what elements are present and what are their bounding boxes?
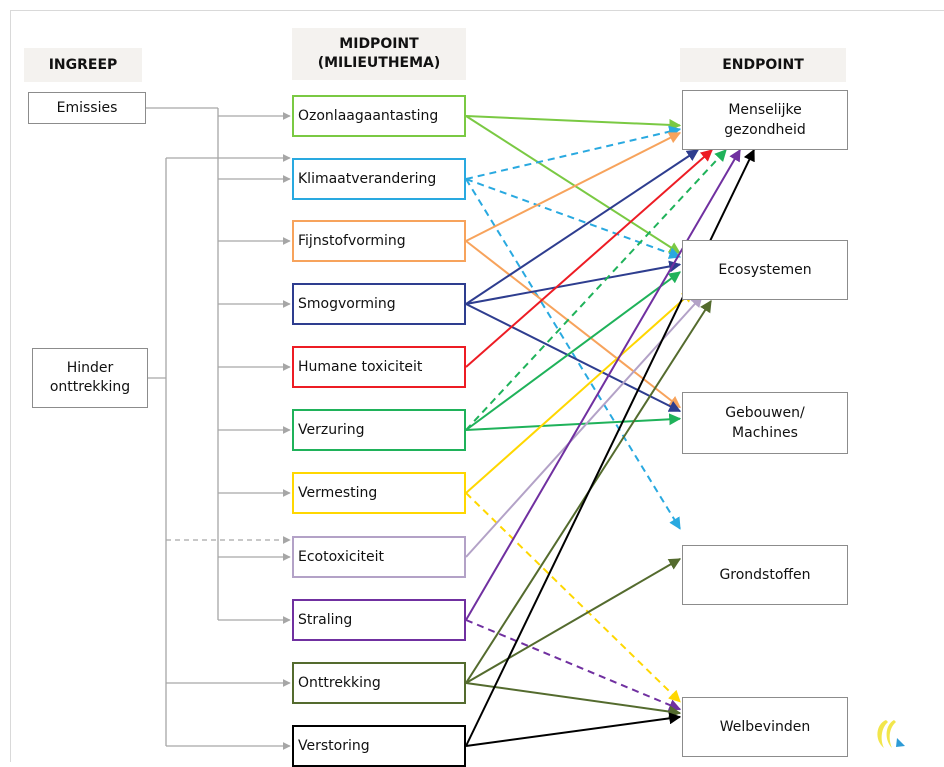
- link-verzuring-to-eco: [465, 271, 681, 431]
- endpoint-menselijke-gezondheid: Menselijke gezondheid: [682, 90, 848, 150]
- header-midpoint-line2: (MILIEUTHEMA): [317, 55, 441, 71]
- midpoint-label: Verstoring: [298, 738, 370, 754]
- link-klimaat-to-grond: [465, 178, 681, 530]
- link-vermesting-to-eco: [465, 290, 694, 494]
- midpoint-smogvorming: Smogvorming: [292, 283, 466, 325]
- endpoint-line1: Menselijke: [728, 102, 802, 118]
- link-ozon-to-eco: [465, 115, 682, 255]
- midpoint-label: Onttrekking: [298, 675, 381, 691]
- link-verzuring-to-gebouwen: [465, 413, 682, 431]
- endpoint-welbevinden: Welbevinden: [682, 697, 848, 757]
- link-smog-to-gebouwen: [465, 303, 682, 413]
- midpoint-onttrekking: Onttrekking: [292, 662, 466, 704]
- header-midpoint-line1: MIDPOINT: [339, 36, 419, 52]
- link-smog-to-mens: [465, 149, 699, 305]
- link-klimaat-to-eco: [465, 178, 682, 259]
- endpoint-gebouwen-machines: Gebouwen/ Machines: [682, 392, 848, 454]
- midpoint-label: Humane toxiciteit: [298, 359, 423, 375]
- source-emissies: Emissies: [28, 92, 146, 124]
- link-onttrekking-to-welbevinden: [465, 682, 682, 718]
- header-ingreep-label: INGREEP: [48, 56, 118, 73]
- midpoint-klimaatverandering: Klimaatverandering: [292, 158, 466, 200]
- midpoint-label: Smogvorming: [298, 296, 396, 312]
- midpoint-humane-toxiciteit: Humane toxiciteit: [292, 346, 466, 388]
- midpoint-label: Klimaatverandering: [298, 171, 437, 187]
- header-endpoint-label: ENDPOINT: [722, 56, 804, 73]
- link-verzuring-to-mens: [465, 149, 727, 431]
- midpoint-label: Verzuring: [298, 422, 365, 438]
- source-hinder-line1: Hinder: [66, 360, 114, 376]
- source-hinder-onttrekking: Hinder onttrekking: [32, 348, 148, 408]
- link-vermesting-to-welbevinden: [465, 492, 681, 703]
- link-onttrekking-to-grond: [465, 558, 682, 684]
- midpoint-fijnstofvorming: Fijnstofvorming: [292, 220, 466, 262]
- link-smog-to-eco: [465, 260, 682, 305]
- midpoint-label: Ecotoxiciteit: [298, 549, 384, 565]
- link-fijnstof-to-mens: [465, 132, 682, 242]
- link-klimaat-to-mens: [465, 125, 682, 180]
- endpoint-line1: Gebouwen/: [725, 405, 805, 421]
- link-ozon-to-mens: [465, 115, 682, 131]
- midpoint-straling: Straling: [292, 599, 466, 641]
- link-straling-to-mens: [465, 148, 741, 621]
- organization-logo-icon: [877, 720, 905, 748]
- slide-left-border: [10, 10, 11, 762]
- midpoint-label: Ozonlaagaantasting: [298, 108, 439, 124]
- source-emissies-label: Emissies: [56, 99, 118, 116]
- header-midpoint: MIDPOINT (MILIEUTHEMA): [292, 28, 466, 80]
- endpoint-line1: Ecosystemen: [718, 262, 812, 278]
- midpoint-verzuring: Verzuring: [292, 409, 466, 451]
- slide-top-border: [10, 10, 944, 11]
- link-straling-to-welbevinden: [465, 619, 682, 711]
- source-hinder-line2: onttrekking: [49, 379, 131, 395]
- midpoint-label: Straling: [298, 612, 353, 628]
- endpoint-ecosystemen: Ecosystemen: [682, 240, 848, 300]
- midpoint-label: Fijnstofvorming: [298, 233, 406, 249]
- midpoint-verstoring: Verstoring: [292, 725, 466, 767]
- link-verstoring-to-welbevinden: [465, 712, 682, 747]
- link-fijnstof-to-gebouwen: [465, 240, 681, 409]
- endpoint-line2: gezondheid: [724, 122, 806, 138]
- header-endpoint: ENDPOINT: [680, 48, 846, 82]
- midpoint-vermesting: Vermesting: [292, 472, 466, 514]
- midpoint-ecotoxiciteit: Ecotoxiciteit: [292, 536, 466, 578]
- endpoint-line1: Grondstoffen: [719, 567, 811, 583]
- header-ingreep: INGREEP: [24, 48, 142, 82]
- midpoint-label: Vermesting: [298, 485, 378, 501]
- link-humane-to-mens: [465, 149, 713, 368]
- endpoint-line1: Welbevinden: [719, 719, 811, 735]
- midpoint-ozonlaagaantasting: Ozonlaagaantasting: [292, 95, 466, 137]
- endpoint-line2: Machines: [732, 425, 798, 441]
- endpoint-grondstoffen: Grondstoffen: [682, 545, 848, 605]
